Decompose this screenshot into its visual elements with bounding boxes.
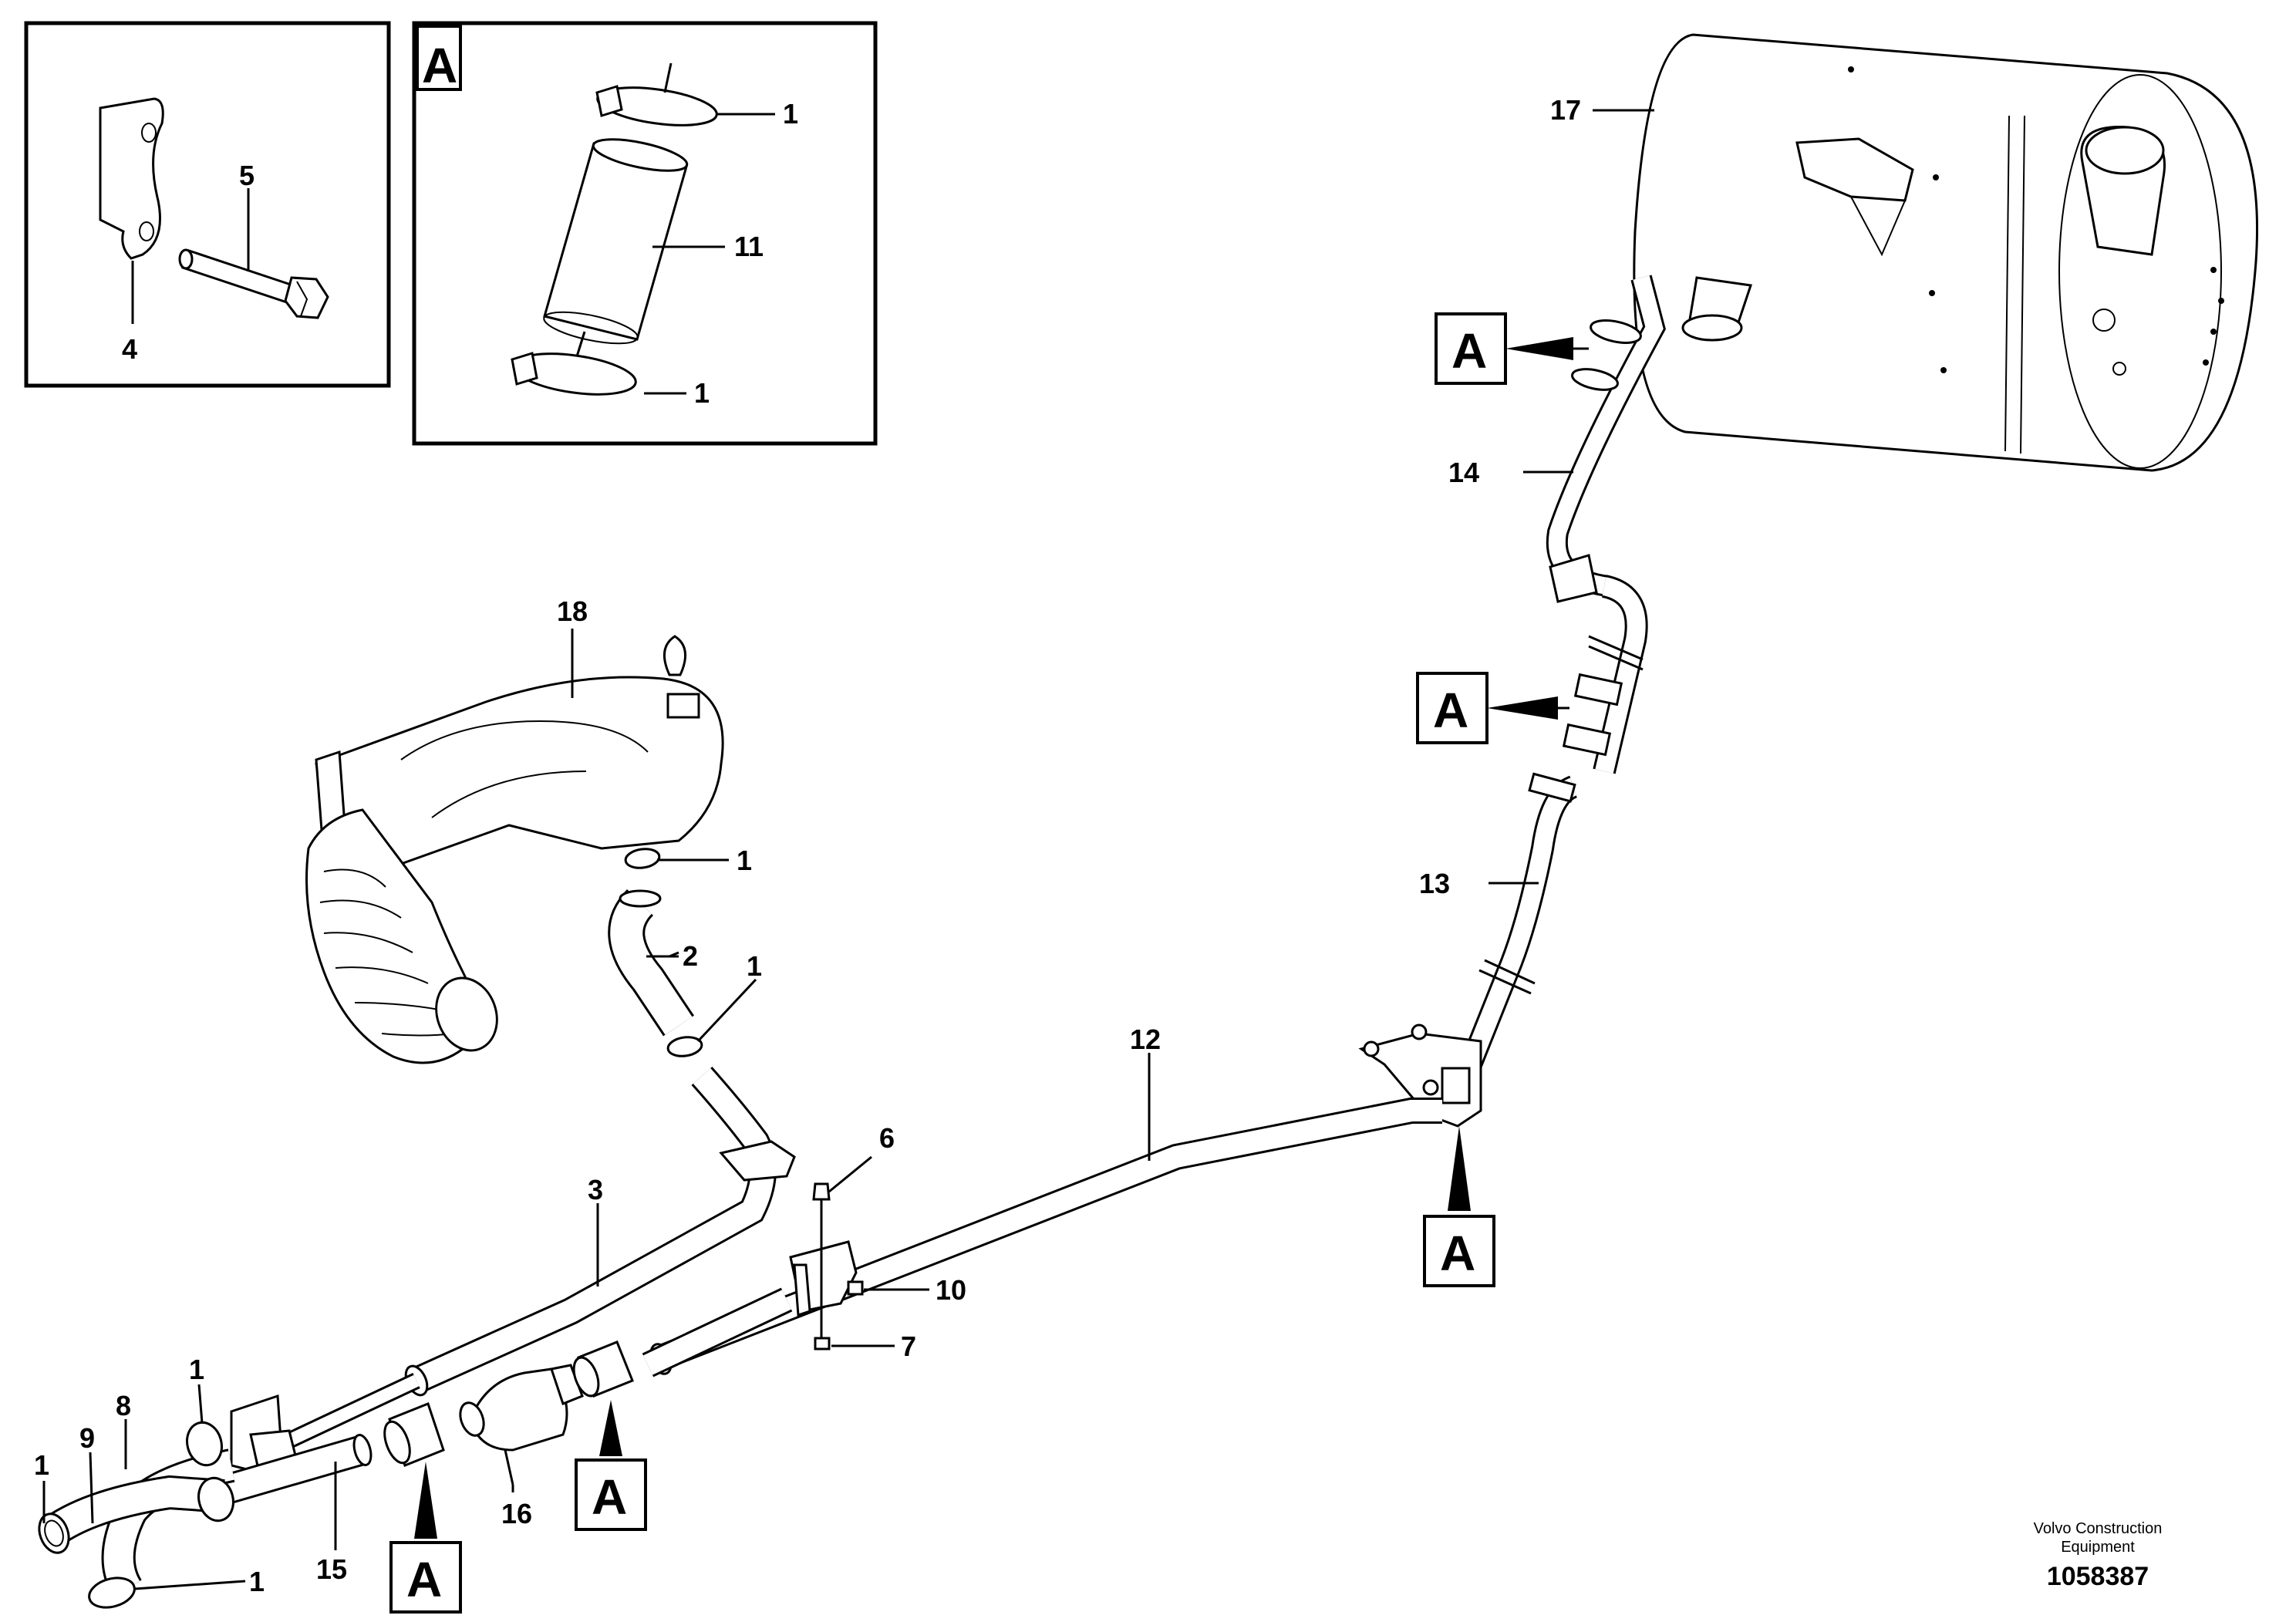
muffler <box>1593 33 2259 472</box>
pipe-elbow-joint <box>1562 575 1648 774</box>
ref-a-bottom-left: A <box>406 1552 442 1607</box>
credit-line-1: Volvo Construction <box>2034 1520 2163 1537</box>
callout-1-left-a: 1 <box>189 1354 204 1385</box>
callout-a-1-bottom: 1 <box>694 377 710 409</box>
pipe-12 <box>649 1053 1442 1375</box>
callout-1-hose-top: 1 <box>737 845 752 876</box>
ref-a-bottom-center: A <box>592 1469 627 1525</box>
credit-line-2: Equipment <box>2061 1539 2135 1556</box>
callout-6: 6 <box>879 1122 895 1154</box>
flange-bracket <box>1358 1023 1482 1128</box>
callout-16: 16 <box>501 1498 532 1529</box>
center-lower-assembly <box>383 1287 793 1492</box>
pipe-13 <box>1458 772 1579 1073</box>
callout-1-hose-bottom: 1 <box>747 950 762 982</box>
ref-a-upper: A <box>1451 323 1487 379</box>
ref-a-middle: A <box>1433 683 1468 738</box>
callout-9: 9 <box>79 1422 95 1454</box>
callout-1-bottom: 1 <box>249 1566 265 1597</box>
inset-bracket-bolt <box>24 21 391 388</box>
callout-5: 5 <box>239 160 255 191</box>
pipe-14 <box>1523 275 1666 603</box>
callout-7: 7 <box>901 1330 916 1362</box>
inset-detail-a <box>412 21 878 446</box>
detail-a-label: A <box>422 38 457 93</box>
callout-13: 13 <box>1419 868 1450 899</box>
turbo-intake <box>305 629 724 1064</box>
callout-2: 2 <box>683 940 698 972</box>
hose-2 <box>608 848 757 1057</box>
callout-15: 15 <box>316 1553 347 1585</box>
callout-1-left-b: 1 <box>34 1449 49 1481</box>
document-number: 1058387 <box>2047 1562 2149 1591</box>
mid-bracket <box>789 1155 929 1351</box>
ref-a-lower-right: A <box>1440 1226 1475 1281</box>
callout-14: 14 <box>1448 457 1479 488</box>
left-assembly <box>38 1373 420 1609</box>
pipe-3 <box>404 1067 796 1397</box>
callout-8: 8 <box>116 1390 131 1421</box>
callout-3: 3 <box>588 1174 603 1206</box>
callout-a-1-top: 1 <box>783 98 798 130</box>
callout-17: 17 <box>1550 94 1581 126</box>
callout-4: 4 <box>122 333 137 365</box>
callout-12: 12 <box>1130 1023 1161 1055</box>
callout-a-11: 11 <box>734 231 764 262</box>
callout-10: 10 <box>936 1274 966 1306</box>
callout-18: 18 <box>557 595 588 627</box>
